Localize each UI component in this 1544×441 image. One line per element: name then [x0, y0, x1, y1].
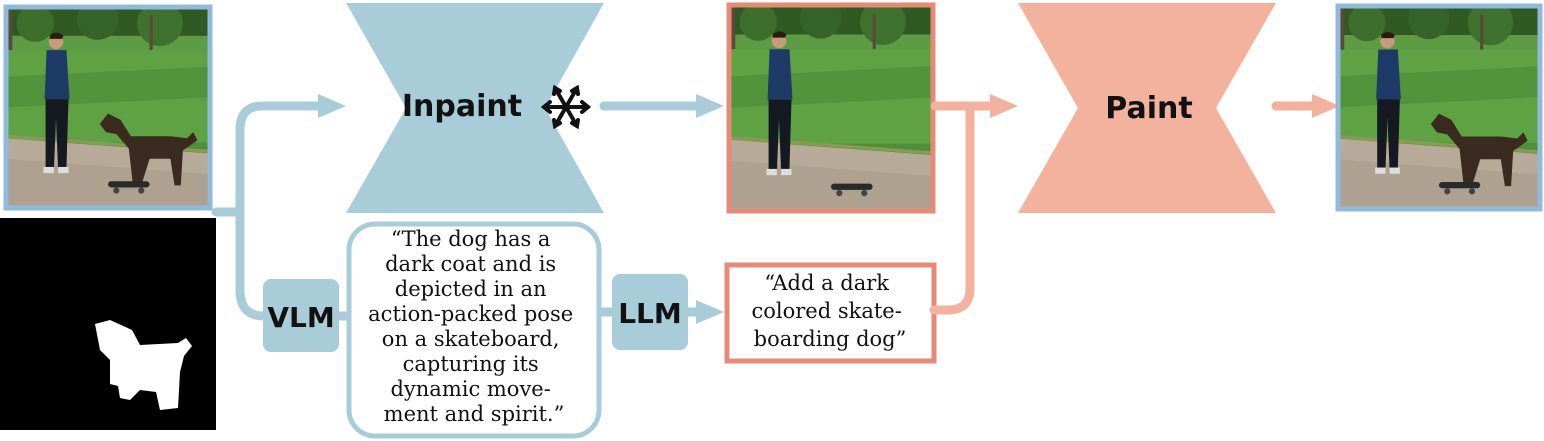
llm-label: LLM	[618, 297, 682, 330]
prompt-line: “Add a dark	[764, 271, 889, 295]
salmon-arrowheads	[990, 94, 1340, 118]
llm-node: LLM	[612, 274, 688, 350]
caption-line: dynamic move-	[390, 377, 550, 401]
inpaint-label: Inpaint	[402, 89, 522, 124]
caption-box: “The dog has a dark coat and is depicted…	[346, 221, 602, 439]
vlm-label: VLM	[267, 301, 334, 334]
caption-text: “The dog has a dark coat and is depicted…	[368, 227, 580, 426]
prompt-text: “Add a dark colored skate- boarding dog”	[751, 271, 908, 351]
caption-line: dark coat and is	[385, 252, 556, 276]
prompt-line: boarding dog”	[754, 327, 907, 351]
blue-arrowheads	[318, 94, 724, 324]
caption-line: action-packed pose	[368, 302, 573, 326]
snowflake-icon	[540, 84, 592, 130]
mask-image	[0, 218, 216, 430]
caption-line: on a skateboard,	[382, 327, 560, 351]
input-image	[3, 4, 213, 211]
paint-block: Paint	[1018, 3, 1276, 213]
vlm-node: VLM	[263, 279, 339, 352]
caption-line: capturing its	[403, 352, 539, 376]
prompt-box: “Add a dark colored skate- boarding dog”	[724, 262, 937, 364]
paint-label: Paint	[1105, 91, 1192, 126]
dog-mask-shape	[95, 320, 192, 410]
caption-line: “The dog has a	[391, 227, 551, 251]
caption-line: depicted in an	[395, 277, 547, 301]
inpainted-image	[726, 2, 936, 214]
inpaint-block: Inpaint	[346, 3, 604, 213]
caption-line: ment and spirit.”	[384, 402, 565, 426]
output-image	[1335, 3, 1543, 212]
prompt-line: colored skate-	[751, 299, 901, 323]
blue-connectors	[211, 101, 711, 321]
